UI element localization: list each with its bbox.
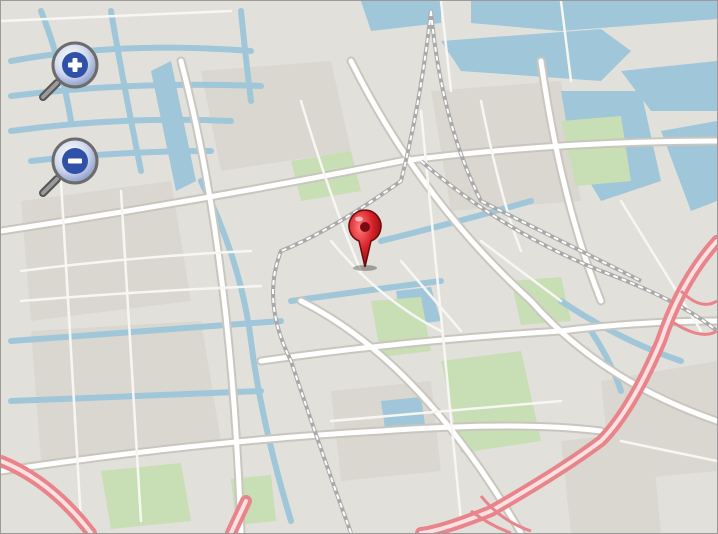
minor-streets	[1, 1, 717, 523]
location-marker[interactable]	[339, 205, 393, 275]
zoom-out-button[interactable]	[37, 135, 101, 199]
railway-ties	[272, 10, 717, 533]
map-pin-icon	[348, 209, 382, 271]
magnifier-plus-icon	[39, 41, 99, 101]
roads	[1, 58, 717, 533]
motorway-interchange	[470, 289, 717, 533]
motorway-lanes	[1, 239, 717, 533]
magnifier-minus-icon	[39, 137, 99, 197]
zoom-in-button[interactable]	[37, 39, 101, 103]
